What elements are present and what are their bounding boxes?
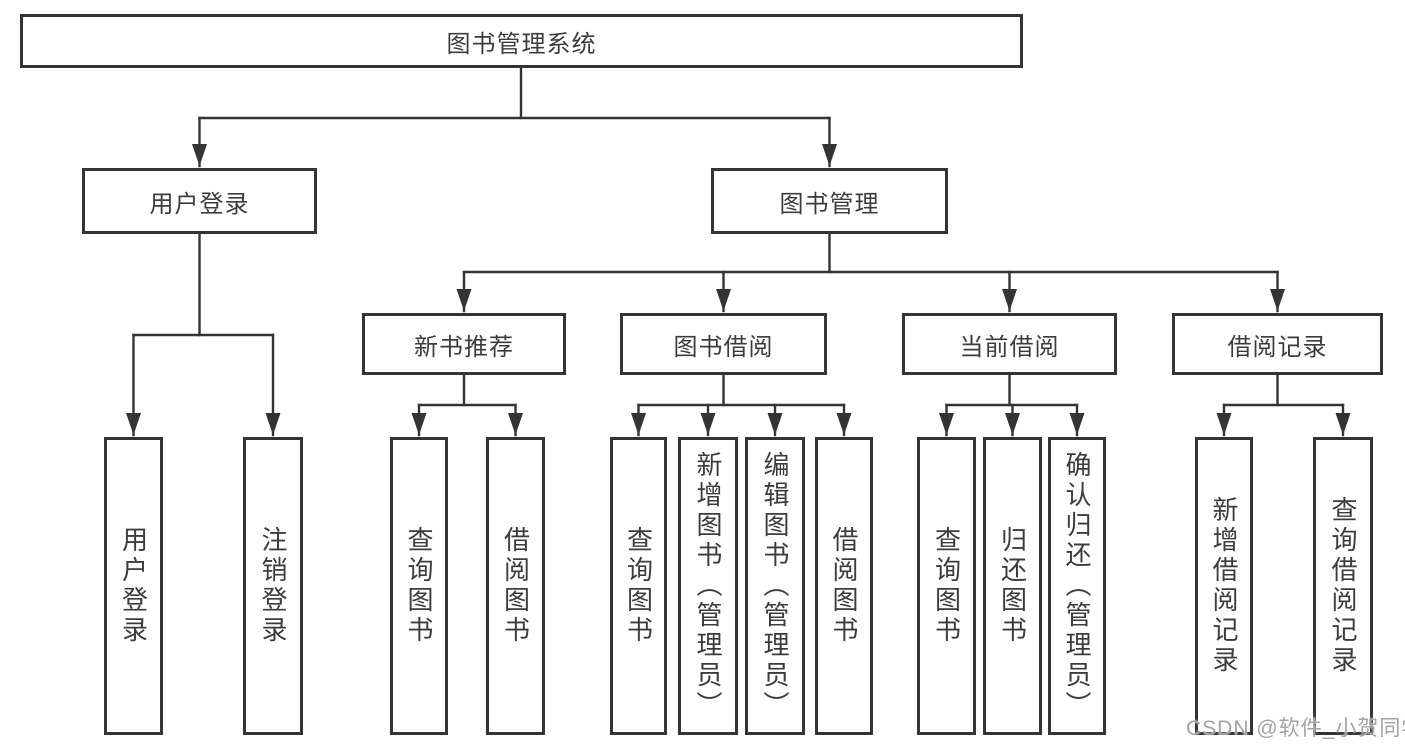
node-current-borrow-label: 当前借阅 xyxy=(959,333,1060,361)
node-user-login-label: 用户登录 xyxy=(149,190,250,218)
node-book-borrow-label: 图书借阅 xyxy=(673,333,774,361)
connector-current-borrow-children xyxy=(939,373,1085,437)
leaf-current-query-books-label: 查询图书 xyxy=(931,526,962,646)
leaf-current-query-books: 查询图书 xyxy=(917,437,976,735)
leaf-query-borrow-record: 查询借阅记录 xyxy=(1313,437,1373,735)
leaf-borrow-borrow-books: 借阅图书 xyxy=(815,437,873,735)
node-current-borrow: 当前借阅 xyxy=(902,313,1117,375)
leaf-query-borrow-record-label: 查询借阅记录 xyxy=(1328,496,1358,676)
leaf-add-borrow-record: 新增借阅记录 xyxy=(1195,437,1253,735)
leaf-confirm-return-admin: 确认归还（管理员） xyxy=(1048,437,1106,735)
connector-new-book-recommend-children xyxy=(411,373,523,437)
leaf-add-borrow-record-label: 新增借阅记录 xyxy=(1209,496,1239,676)
node-borrow-records-label: 借阅记录 xyxy=(1227,333,1328,361)
leaf-edit-book-admin-label: 编辑图书（管理员） xyxy=(760,451,790,721)
connector-book-management-children xyxy=(456,232,1285,313)
leaf-borrow-query-books: 查询图书 xyxy=(610,437,667,735)
connector-user-login-children xyxy=(126,232,281,437)
csdn-watermark: CSDN @软件_小贺同学 xyxy=(1186,717,1405,740)
node-user-login: 用户登录 xyxy=(82,168,317,234)
node-book-management-label: 图书管理 xyxy=(779,190,880,218)
leaf-user-login: 用户登录 xyxy=(104,437,163,735)
node-root: 图书管理系统 xyxy=(20,14,1023,68)
leaf-add-book-admin-label: 新增图书（管理员） xyxy=(693,451,723,721)
leaf-recommend-borrow-books: 借阅图书 xyxy=(486,437,545,735)
leaf-logout-label: 注销登录 xyxy=(258,526,288,646)
leaf-recommend-query-books: 查询图书 xyxy=(390,437,448,735)
leaf-borrow-query-books-label: 查询图书 xyxy=(623,526,654,646)
leaf-add-book-admin: 新增图书（管理员） xyxy=(678,437,738,735)
leaf-return-book: 归还图书 xyxy=(983,437,1042,735)
leaf-recommend-query-books-label: 查询图书 xyxy=(404,526,434,646)
node-new-book-recommend-label: 新书推荐 xyxy=(414,333,514,361)
node-root-label: 图书管理系统 xyxy=(446,30,597,58)
leaf-borrow-borrow-books-label: 借阅图书 xyxy=(829,526,859,646)
node-book-borrow: 图书借阅 xyxy=(620,313,827,375)
node-borrow-records: 借阅记录 xyxy=(1172,313,1383,375)
connector-book-borrow-children xyxy=(631,373,852,437)
leaf-logout: 注销登录 xyxy=(243,437,303,735)
connector-root-to-level2 xyxy=(192,66,837,168)
leaf-return-book-label: 归还图书 xyxy=(997,526,1028,646)
leaf-confirm-return-admin-label: 确认归还（管理员） xyxy=(1062,451,1092,721)
node-book-management: 图书管理 xyxy=(711,168,948,234)
leaf-user-login-label: 用户登录 xyxy=(118,526,149,646)
connector-borrow-records-children xyxy=(1216,373,1351,437)
node-new-book-recommend: 新书推荐 xyxy=(362,313,566,375)
leaf-edit-book-admin: 编辑图书（管理员） xyxy=(745,437,805,735)
leaf-recommend-borrow-books-label: 借阅图书 xyxy=(500,526,531,646)
